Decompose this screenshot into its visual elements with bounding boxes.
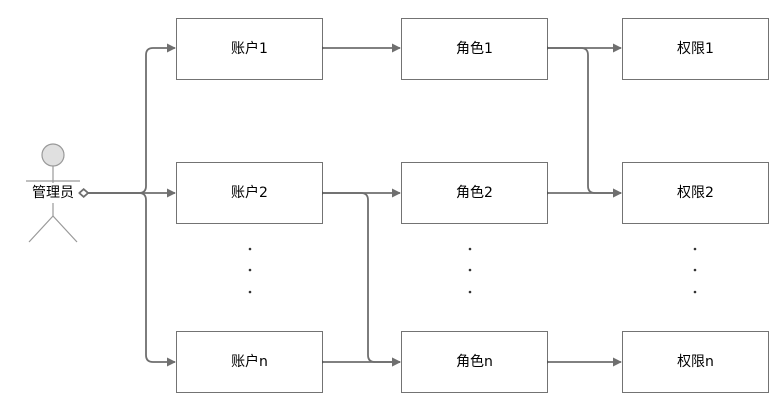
actor-left-leg [28,215,54,243]
actor-label: 管理员 [32,185,74,201]
role-ellipsis [468,247,472,294]
account-n-box [176,331,323,393]
account-2-label: 账户2 [231,184,268,201]
permission-1-box [622,18,769,80]
role-1-label: 角色1 [456,40,493,57]
edge-account2-rolen [323,193,400,362]
role-2-label: 角色2 [456,184,493,201]
edge-admin-accountn [88,193,175,362]
permission-2-label: 权限2 [677,185,714,201]
account-n-label: 账户n [231,353,268,370]
role-n-box [401,331,548,393]
account-1-label: 账户1 [231,40,268,57]
account-2-box [176,162,323,224]
role-1-box [401,18,548,80]
permission-ellipsis [693,247,697,294]
permission-2-box [622,162,769,224]
actor-label-bg [26,183,80,203]
edge-admin-account1 [88,48,175,193]
role-column: 角色1 角色2 角色n [401,18,548,393]
permission-n-label: 权限n [677,354,714,370]
permission-column: 权限1 权限2 权限n [622,18,769,393]
account-1-box [176,18,323,80]
permission-n-box [622,331,769,393]
account-column: 账户1 账户2 账户n [176,18,323,393]
role-2-box [401,162,548,224]
actor-right-leg [52,215,78,243]
edges [88,48,621,362]
edge-role1-permission2 [548,48,621,193]
account-ellipsis [248,247,252,294]
admin-actor: 管理员 [26,143,80,243]
permission-1-label: 权限1 [677,41,714,57]
actor-head-icon [41,143,65,167]
role-n-label: 角色n [456,353,493,370]
